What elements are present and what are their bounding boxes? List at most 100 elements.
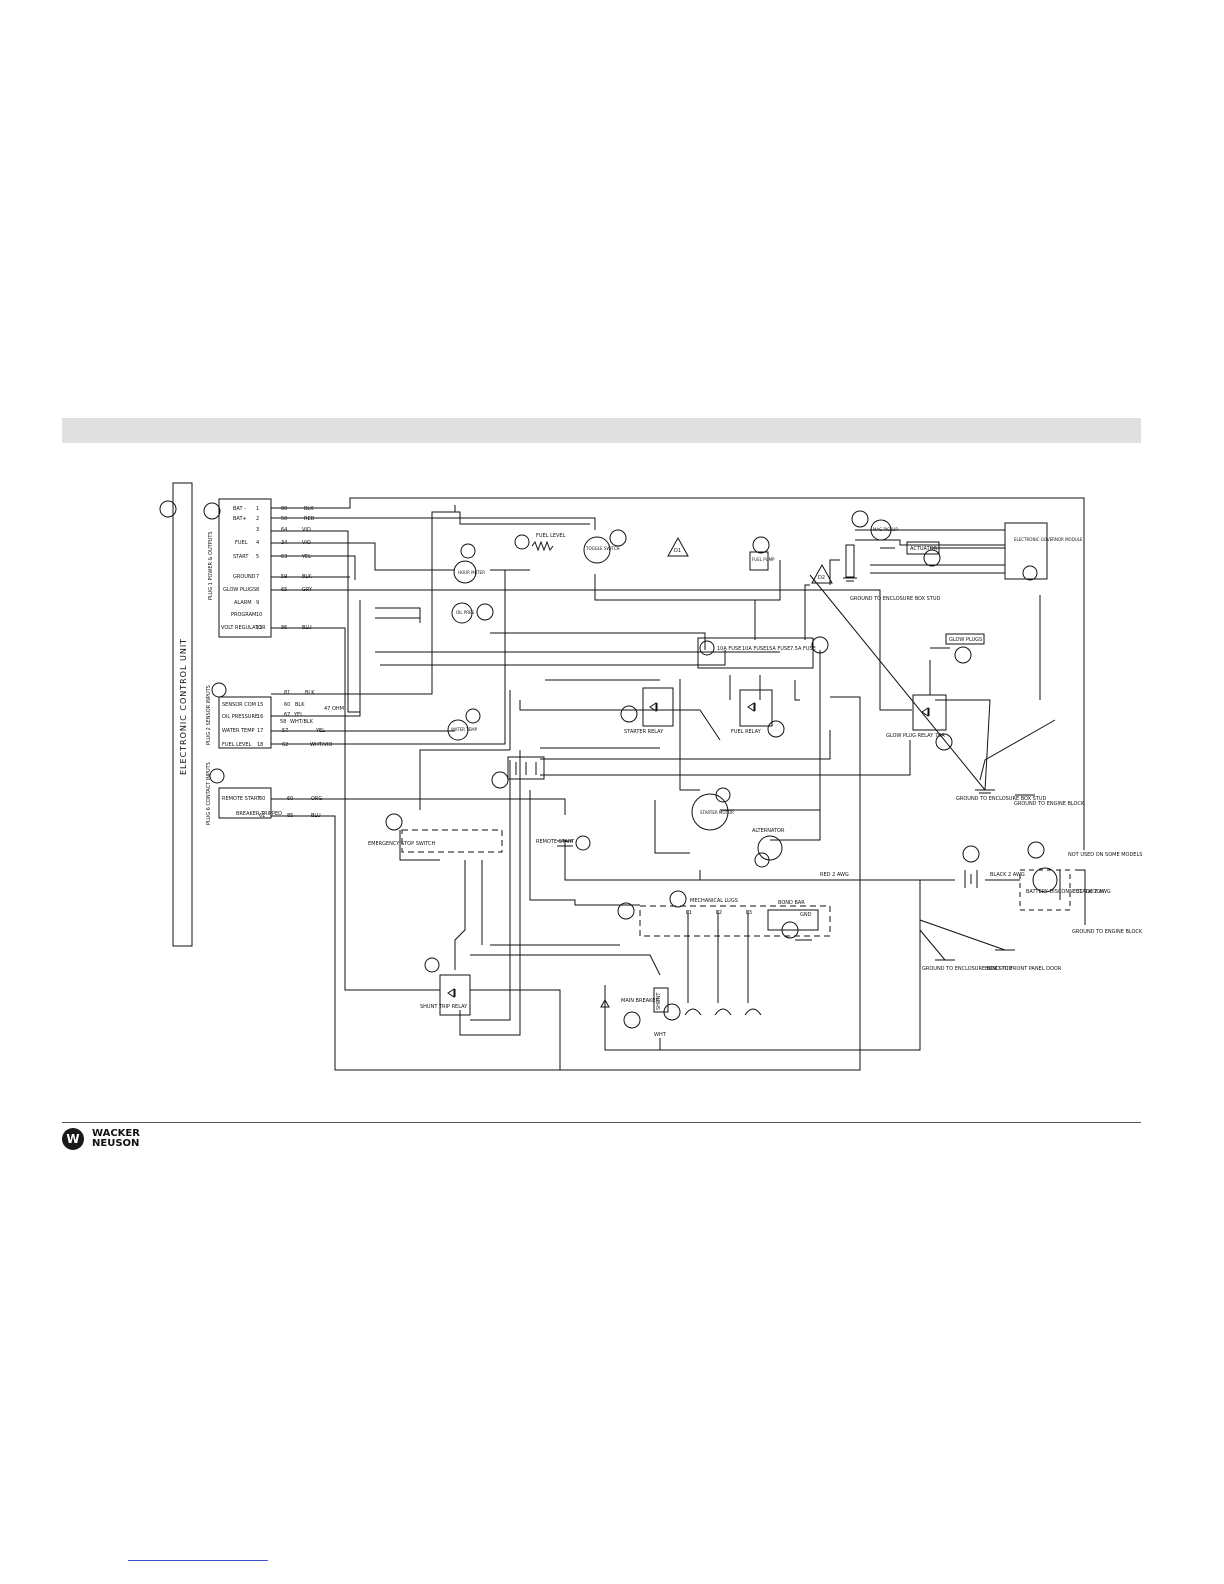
fuse-label: 15A FUSE [766, 646, 790, 652]
plug2-pin-name: FUEL LEVEL [222, 742, 252, 748]
plug1-pin-name: GROUND [233, 574, 256, 580]
governor-box [1004, 522, 1048, 580]
fuel-relay-diode [747, 702, 756, 712]
plug6-label: PLUG 6 CONTACT INPUTS [206, 762, 212, 825]
fuse-block [697, 637, 814, 669]
plug2-wire: 58 [280, 719, 286, 725]
callout-circle [211, 682, 227, 698]
plug2-resistor: 47 OHM [324, 706, 344, 712]
plug1-pin-name: PROGRAM [231, 612, 256, 618]
connector-block [845, 544, 855, 578]
callout-circle [962, 845, 980, 863]
glow-plugs-box [945, 633, 985, 645]
plug1-pin-num: 10 [256, 612, 262, 618]
glow-plugs-label: GLOW PLUGS [949, 637, 982, 643]
footer-link-line[interactable] [128, 1560, 268, 1561]
callout-circle [935, 733, 953, 751]
brand-logo-text: WACKER NEUSON [92, 1129, 140, 1149]
black-2awg-label: BLACK 2 AWG [990, 872, 1025, 878]
callout-circle [491, 771, 509, 789]
callout-circle [424, 957, 440, 973]
bond-bar-label: BOND BAR [778, 900, 805, 906]
oil-pres-symbol [451, 602, 473, 624]
plug1-wire: 64 [281, 527, 287, 533]
callout-circle [669, 890, 687, 908]
hour-meter-symbol [453, 560, 477, 584]
mag-pickup-label: MAG PICKUP [873, 527, 898, 532]
callout-circle [460, 543, 476, 559]
shunt-trip-label: SHUNT TRIP RELAY [420, 1004, 468, 1010]
fuel-pump-box [749, 551, 769, 571]
terminal-block [507, 756, 545, 780]
ground-engine-block-2: GROUND TO ENGINE BLOCK [1072, 929, 1143, 935]
fuel-level-resistor [531, 540, 554, 552]
ground-enclosure-low: GROUND TO ENCLOSURE BOX STUD [922, 966, 1013, 972]
plug2-color: WHT/VIO [310, 742, 332, 748]
plug1-pin-num: 4 [256, 540, 259, 546]
plug2-pin-num: 18 [257, 742, 263, 748]
plug6-block [218, 787, 272, 819]
plug2-pin-name: WATER TEMP [222, 728, 255, 734]
shunt-trip-box [439, 974, 471, 1016]
main-breaker-box [653, 987, 669, 1013]
plug2-color: YEL [293, 712, 303, 718]
gnd-text: GND [800, 912, 812, 918]
callout-circle [1027, 841, 1045, 859]
callout-circle [1022, 565, 1038, 581]
mechanical-lugs-label: MECHANICAL LUGS [690, 898, 738, 904]
plug2-wire: 81 [284, 690, 290, 696]
wire-lines [271, 497, 1086, 1071]
plug1-pin-num: 5 [256, 554, 259, 560]
plug1-rows: BAT - 1 80 BLK BAT+ 2 50 RED 3 64 VIO FU… [221, 506, 315, 631]
remote-start-label: REMOTE START [536, 839, 575, 845]
plug6-pin-name: REMOTE START [222, 796, 261, 802]
battery-disconnect-symbol [1032, 867, 1058, 893]
plug2-color: WHT/BLK [290, 719, 314, 725]
mag-pickup-symbol [870, 519, 892, 541]
plug2-pin-num: 17 [257, 728, 263, 734]
plug6-pin-num: 60 [259, 796, 265, 802]
fuse-label: 10A FUSE [717, 646, 741, 652]
actuator-label: ACTUATOR [910, 546, 938, 552]
plug6-pin-num: 61 [259, 813, 265, 819]
plug2-label: PLUG 2 SENSOR INPUTS [206, 685, 212, 745]
mechanical-lugs-box [639, 905, 831, 937]
plug2-wire: 62 [282, 742, 288, 748]
fuel-relay-label: FUEL RELAY [731, 729, 762, 735]
callout-circle [954, 646, 972, 664]
starter-relay-box [642, 687, 674, 727]
callout-circle [663, 1003, 681, 1021]
black-2awg-label-2: BLACK 2 AWG [1076, 889, 1111, 895]
plug1-pin-num: 2 [256, 516, 259, 522]
starter-relay-diode [649, 702, 658, 712]
emergency-stop-box [401, 829, 503, 853]
callout-circle [465, 708, 481, 724]
glow-relay-diode [921, 707, 930, 717]
shunt-trip-diode [447, 988, 456, 998]
callout-circle [209, 768, 225, 784]
toggle-switch-label: TOGGLE SWITCH [585, 546, 620, 551]
ecu-label: ELECTRONIC CONTROL UNIT [179, 638, 188, 775]
plug1-pin-num: 3 [256, 527, 259, 533]
brand-logo-mark: W [62, 1128, 84, 1150]
callout-circle [715, 787, 731, 803]
starter-motor-symbol [691, 793, 729, 831]
plug1-color: RED [304, 516, 315, 522]
plug2-block [218, 696, 272, 749]
callout-circle [754, 852, 770, 868]
callout-circle [476, 603, 494, 621]
plug2-extra-color: BLK [295, 702, 305, 708]
plug1-wire: 80 [281, 506, 287, 512]
callout-circle [159, 500, 177, 518]
callout-circle [609, 529, 627, 547]
callout-circle [923, 549, 941, 567]
warning-d1-text: D1 [674, 548, 681, 554]
callout-circle [699, 640, 715, 656]
hour-meter-label: HOUR METER [458, 570, 485, 575]
plug1-pin-name: BAT - [233, 506, 246, 512]
lug-label: L3 [746, 910, 752, 916]
governor-label: ELECTRONIC GOVERNOR MODULE [1014, 537, 1083, 542]
warning-d2-text: D2 [818, 575, 825, 581]
plug2-pin-name: OIL PRESSURE [222, 714, 258, 720]
